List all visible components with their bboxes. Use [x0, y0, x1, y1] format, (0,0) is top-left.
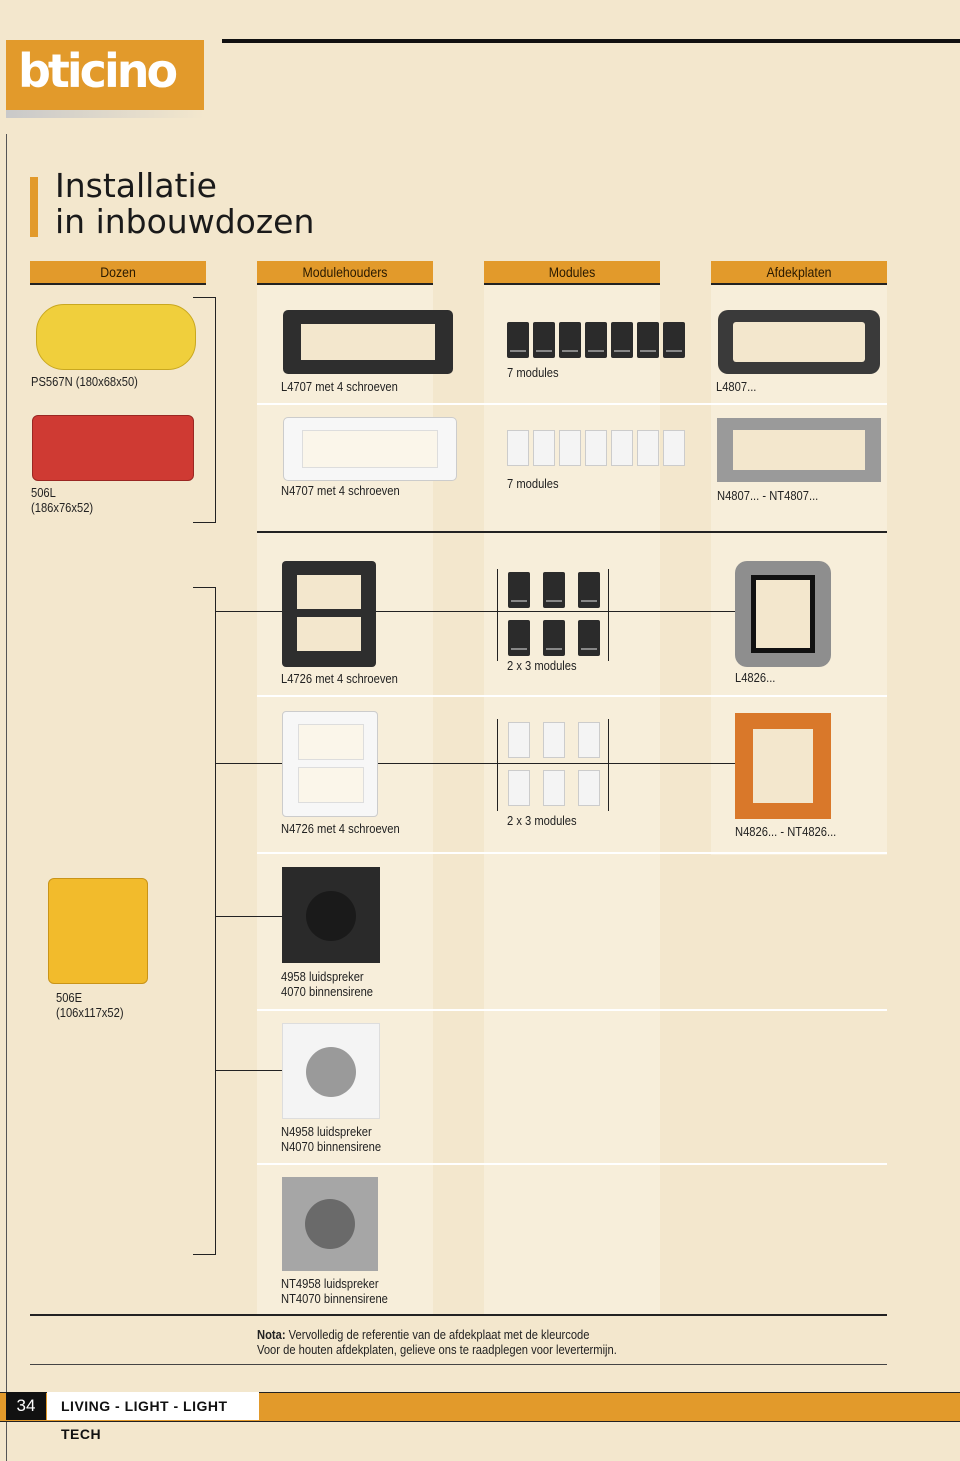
holder-label: L4726 met 4 schroeven	[281, 671, 398, 686]
speaker-label: 4958 luidspreker 4070 binnensirene	[281, 969, 374, 999]
holder-label: L4707 met 4 schroeven	[281, 379, 398, 394]
brand-logo-text: bticino	[18, 44, 178, 98]
column-header-dozen: Dozen	[30, 261, 206, 285]
speaker-n4958-image	[282, 1023, 380, 1119]
modules-2x3-white-image	[497, 719, 609, 811]
modules-2x3-dark-image	[497, 569, 609, 661]
holder-n4707-image	[283, 417, 457, 481]
holder-l4726-image	[282, 561, 376, 667]
row-separator	[257, 695, 887, 697]
holder-n4726-image	[282, 711, 378, 817]
box-506l-image	[32, 415, 194, 481]
left-rule	[6, 134, 7, 1461]
page-title: Installatie in inbouwdozen	[55, 168, 314, 240]
holder-l4707-image	[283, 310, 453, 374]
page-title-line1: Installatie	[55, 166, 217, 205]
column-header-modules: Modules	[484, 261, 660, 285]
top-rule	[222, 39, 960, 43]
plate-label: N4826... - NT4826...	[735, 824, 837, 839]
connector-line	[215, 916, 283, 917]
column-header-afdekplaten: Afdekplaten	[711, 261, 887, 285]
connector-line	[376, 763, 736, 764]
connector-line	[215, 1070, 283, 1071]
row-separator	[257, 852, 887, 854]
page-title-line2: in inbouwdozen	[55, 202, 315, 241]
plate-l4826-image	[735, 561, 831, 667]
modules-7-white-image	[507, 430, 685, 466]
bottom-rule	[30, 1314, 887, 1316]
speaker-label: NT4958 luidspreker NT4070 binnensirene	[281, 1276, 388, 1306]
column-header-modulehouders: Modulehouders	[257, 261, 433, 285]
connector-line	[215, 763, 283, 764]
plate-label: L4826...	[735, 670, 776, 685]
speaker-4958-image	[282, 867, 380, 963]
modules-label: 7 modules	[507, 476, 559, 491]
box-ps567n-image	[36, 304, 196, 370]
connector-line	[215, 611, 283, 612]
brand-logo	[6, 40, 204, 118]
modules-label: 2 x 3 modules	[507, 813, 577, 828]
speaker-nt4958-image	[282, 1177, 378, 1271]
note-line2: Voor de houten afdekplaten, gelieve ons …	[257, 1342, 617, 1357]
modules-label: 7 modules	[507, 365, 559, 380]
page-number: 34	[6, 1392, 46, 1420]
box-label-506l: 506L (186x76x52)	[31, 485, 94, 515]
logo-underline	[6, 110, 204, 118]
box-506e-image	[48, 878, 148, 984]
bracket-7module	[193, 297, 216, 523]
title-accent-bar	[30, 177, 38, 237]
note-prefix: Nota:	[257, 1327, 286, 1342]
note-text: Nota: Vervolledig de referentie van de a…	[257, 1327, 617, 1357]
connector-line	[376, 611, 736, 612]
group-separator	[257, 531, 887, 533]
modules-7-dark-image	[507, 322, 685, 358]
section-label: LIVING - LIGHT - LIGHT TECH	[47, 1392, 259, 1442]
row-separator	[257, 403, 887, 405]
row-separator	[257, 1163, 887, 1165]
plate-n4826-image	[735, 713, 831, 819]
plate-label: L4807...	[716, 379, 757, 394]
note-rule	[30, 1364, 887, 1365]
plate-label: N4807... - NT4807...	[717, 488, 819, 503]
note-line1: Vervolledig de referentie van de afdekpl…	[288, 1327, 590, 1342]
row-separator	[257, 1009, 887, 1011]
speaker-label: N4958 luidspreker N4070 binnensirene	[281, 1124, 382, 1154]
bracket-3module	[193, 587, 216, 1255]
plate-l4807-image	[718, 310, 880, 374]
holder-label: N4707 met 4 schroeven	[281, 483, 400, 498]
plate-n4807-image	[717, 418, 881, 482]
holder-label: N4726 met 4 schroeven	[281, 821, 400, 836]
box-label-ps567n: PS567N (180x68x50)	[31, 374, 138, 389]
modules-label: 2 x 3 modules	[507, 658, 577, 673]
box-label-506e: 506E (106x117x52)	[56, 990, 124, 1020]
